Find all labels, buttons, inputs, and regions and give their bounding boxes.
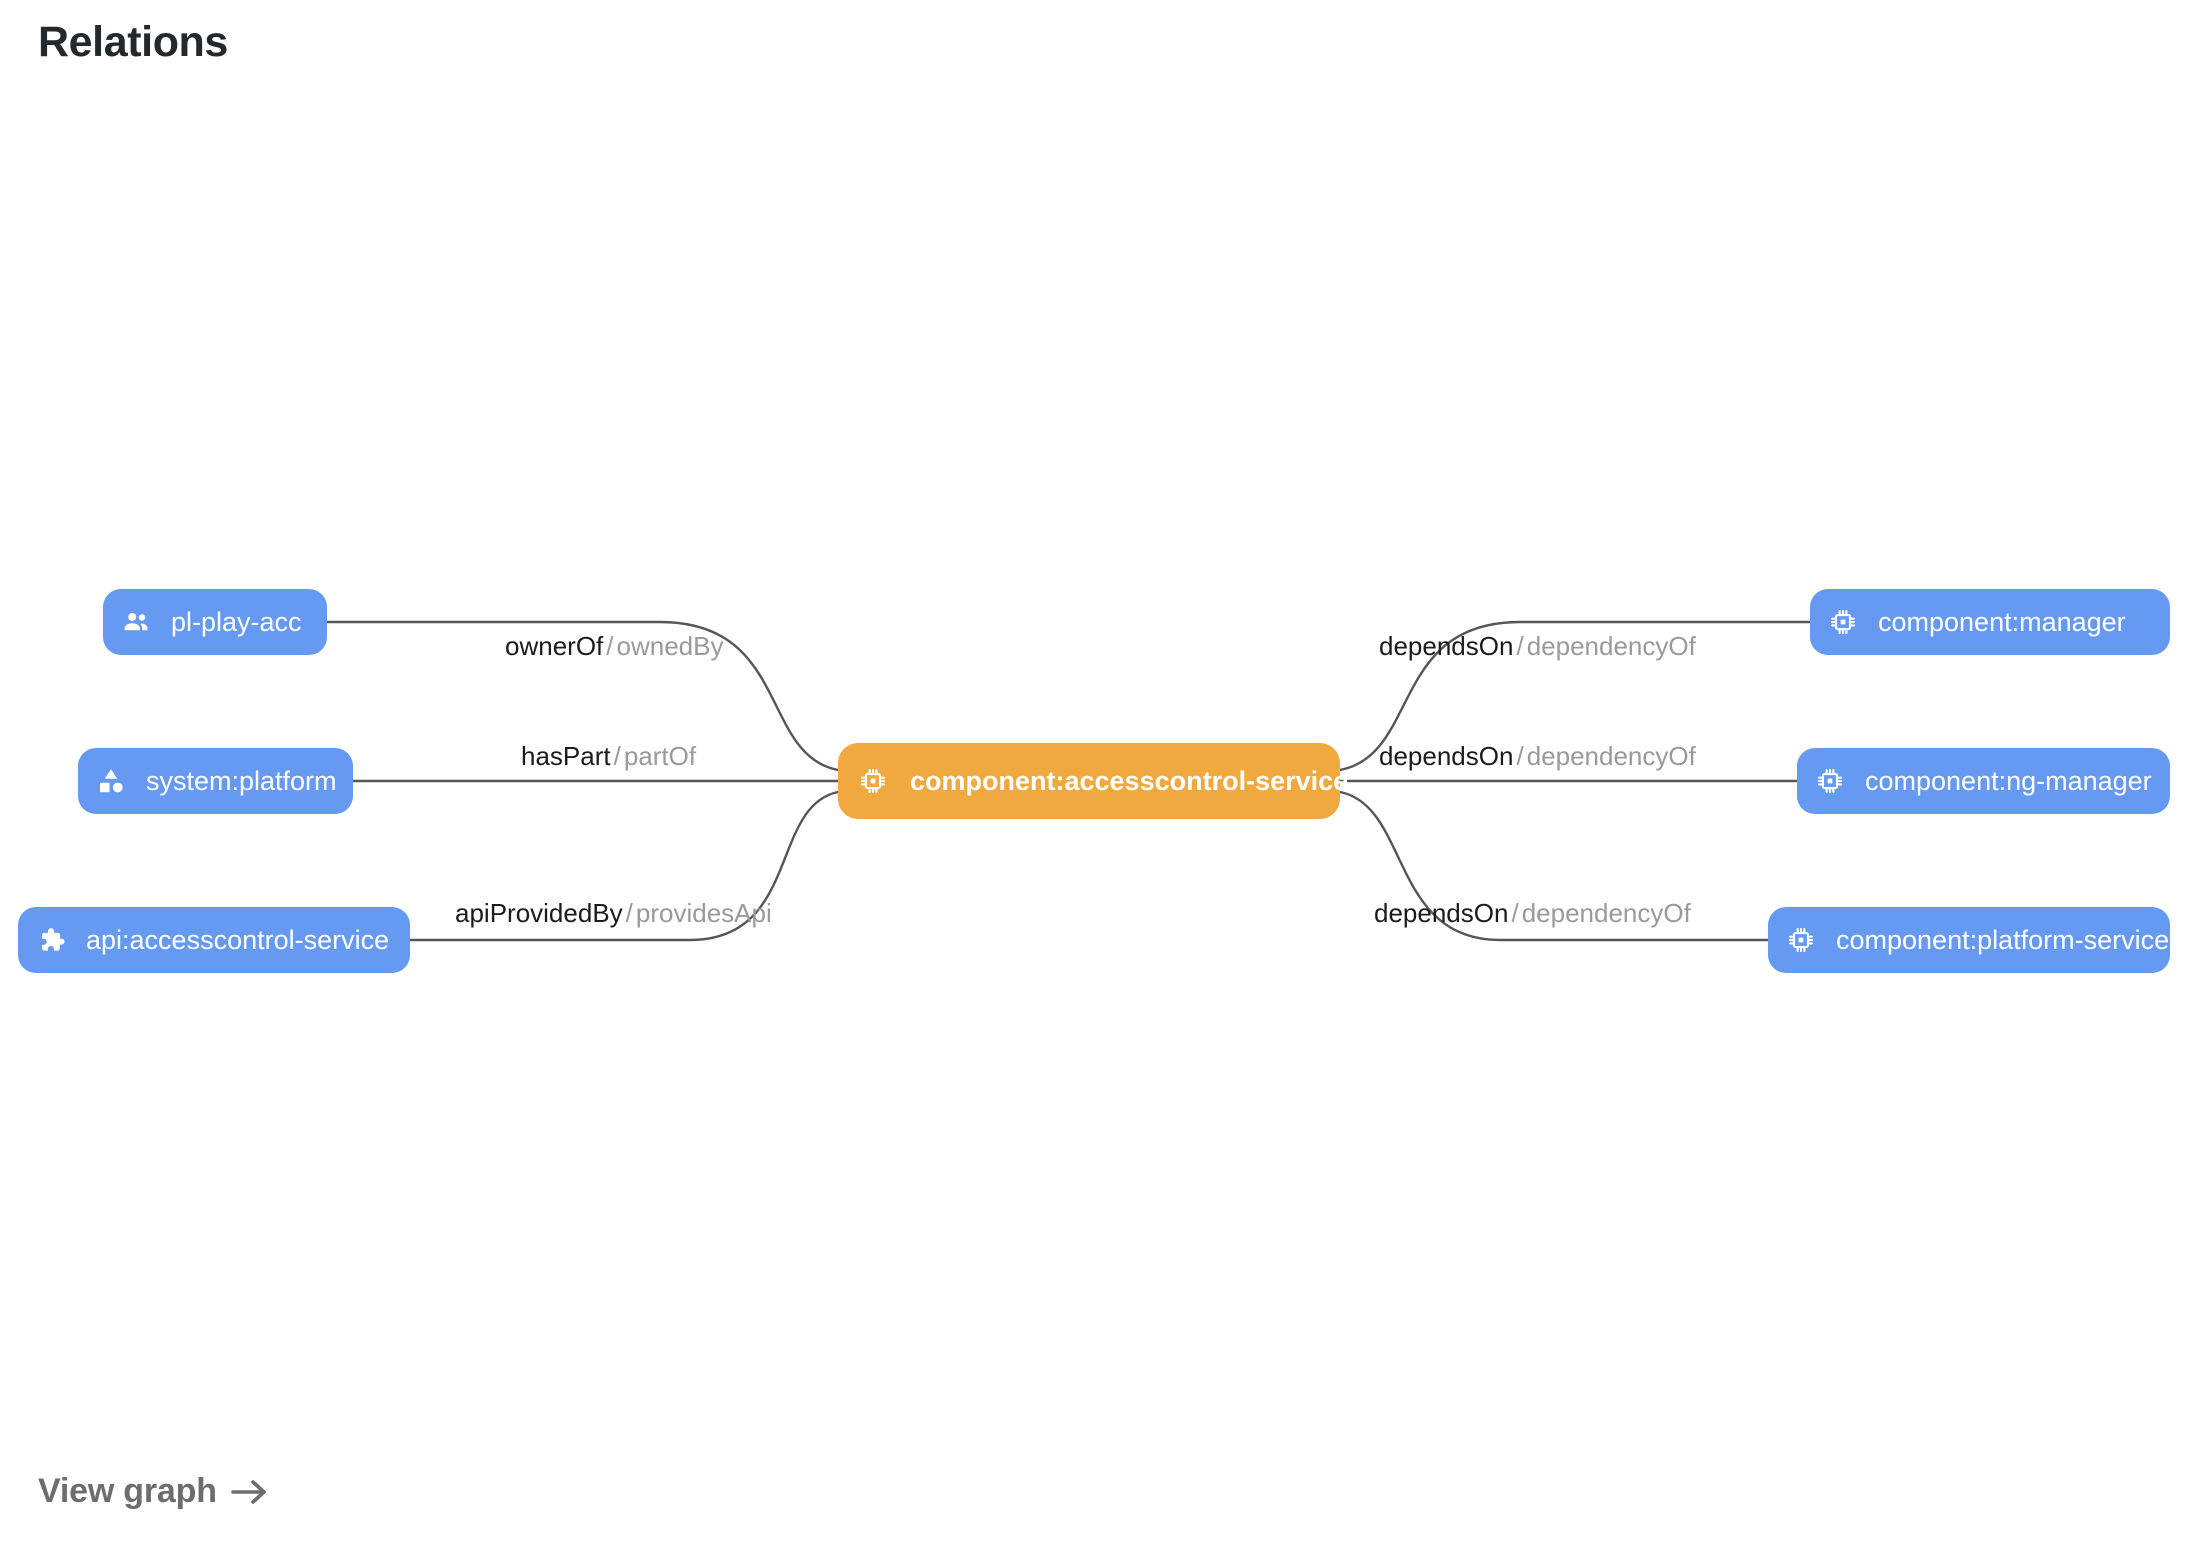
graph-node-label: component:ng-manager [1865,765,2152,796]
edge-label-reverse: ownedBy [616,631,724,661]
group-people-icon [121,607,151,637]
graph-node-label: component:manager [1878,606,2126,637]
edge-label-separator: / [606,631,614,661]
edge-label-forward: ownerOf [505,631,604,661]
graph-node-pl-play-acc[interactable]: pl-play-acc [103,589,327,655]
arrow-right-icon [230,1475,270,1509]
edge-label-dependson-manager: dependsOn/dependencyOf [1379,633,1696,659]
graph-node-label: api:accesscontrol-service [86,924,390,955]
edge-label-forward: apiProvidedBy [455,898,623,928]
edge-label-forward: hasPart [521,741,611,771]
graph-node-label: component:platform-service [1836,924,2170,955]
view-graph-link[interactable]: View graph [38,1472,270,1511]
edge-label-dependson-platform-service: dependsOn/dependencyOf [1374,900,1691,926]
edge-label-separator: / [625,898,633,928]
edge-label-forward: dependsOn [1374,898,1509,928]
memory-chip-icon [1828,607,1858,637]
view-graph-label: View graph [38,1472,217,1510]
edge-label-apiprovidedby: apiProvidedBy/providesApi [455,900,772,926]
edge-label-separator: / [1516,741,1524,771]
relations-graph: ownerOf/ownedBy hasPart/partOf apiProvid… [18,589,2170,973]
graph-node-label: component:accesscontrol-service [910,765,1349,796]
edge-label-forward: dependsOn [1379,741,1514,771]
edge-label-forward: dependsOn [1379,631,1514,661]
edge-label-separator: / [1516,631,1524,661]
graph-node-component-accesscontrol-service[interactable]: component:accesscontrol-service [838,743,1348,819]
memory-chip-icon [858,766,888,796]
graph-node-component-platform-service[interactable]: component:platform-service [1768,907,2170,973]
edge-label-reverse: partOf [623,741,697,771]
edge-label-reverse: dependencyOf [1526,631,1696,661]
graph-node-label: system:platform [146,765,337,796]
edge-layer [325,620,1812,942]
edge-label-reverse: providesApi [635,898,772,928]
graph-node-component-manager[interactable]: component:manager [1810,589,2170,655]
memory-chip-icon [1815,766,1845,796]
edge-label-reverse: dependencyOf [1521,898,1691,928]
page-title: Relations [38,18,228,66]
category-shapes-icon [96,766,126,796]
graph-node-component-ng-manager[interactable]: component:ng-manager [1797,748,2170,814]
edge-label-separator: / [1511,898,1519,928]
graph-node-api-accesscontrol-service[interactable]: api:accesscontrol-service [18,907,410,973]
edge-label-ownerof: ownerOf/ownedBy [505,633,723,659]
edge-label-haspart: hasPart/partOf [521,743,696,769]
graph-node-system-platform[interactable]: system:platform [78,748,353,814]
edge-label-separator: / [613,741,621,771]
memory-chip-icon [1786,925,1816,955]
extension-puzzle-icon [36,925,66,955]
edge-label-dependson-ng-manager: dependsOn/dependencyOf [1379,743,1696,769]
edge-label-reverse: dependencyOf [1526,741,1696,771]
graph-node-label: pl-play-acc [171,606,302,637]
